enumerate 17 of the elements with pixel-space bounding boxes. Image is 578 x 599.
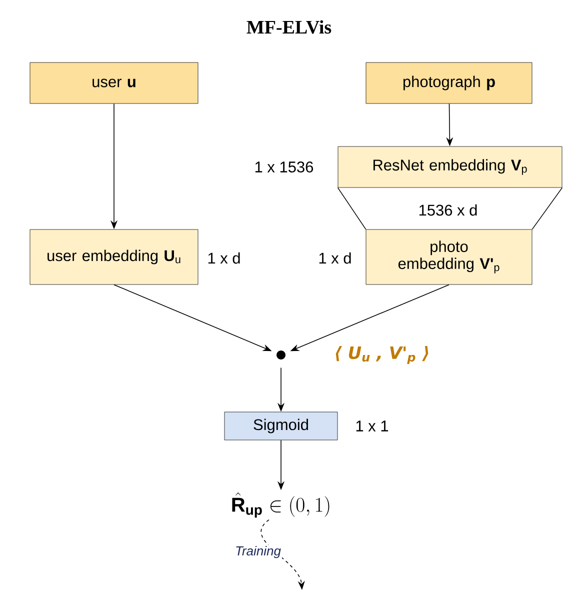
embedding-box: photo embedding V'$_{p}$ [366, 229, 532, 285]
size-label: 1 x 1536 [255, 162, 314, 172]
size-label: ⟨ U$_{u}$ , V'$_{p}$ ⟩ [336, 346, 428, 364]
edge-label: 1536 x d [417, 203, 479, 217]
embedding-box: ResNet embedding V$_{p}$ [338, 146, 562, 188]
size-label: 1 x d [319, 252, 351, 264]
input-box: user u [30, 62, 198, 104]
trapezoid-connector [337, 187, 563, 230]
size-label: 1 x d [208, 252, 240, 264]
edge-label: Training [234, 544, 282, 560]
input-box: photograph p [366, 62, 532, 104]
dot-product-point [276, 350, 286, 360]
sigmoid-box: Sigmoid [224, 412, 338, 440]
embedding-box: user embedding U$_{u}$ [30, 229, 198, 285]
output-formula: $\hat{\mathbf{R}}_{\mathbf{up}} \in (0,1)$ [232, 492, 330, 518]
title: MF-ELVis [246, 20, 332, 34]
size-label: 1 x 1 [356, 420, 388, 432]
